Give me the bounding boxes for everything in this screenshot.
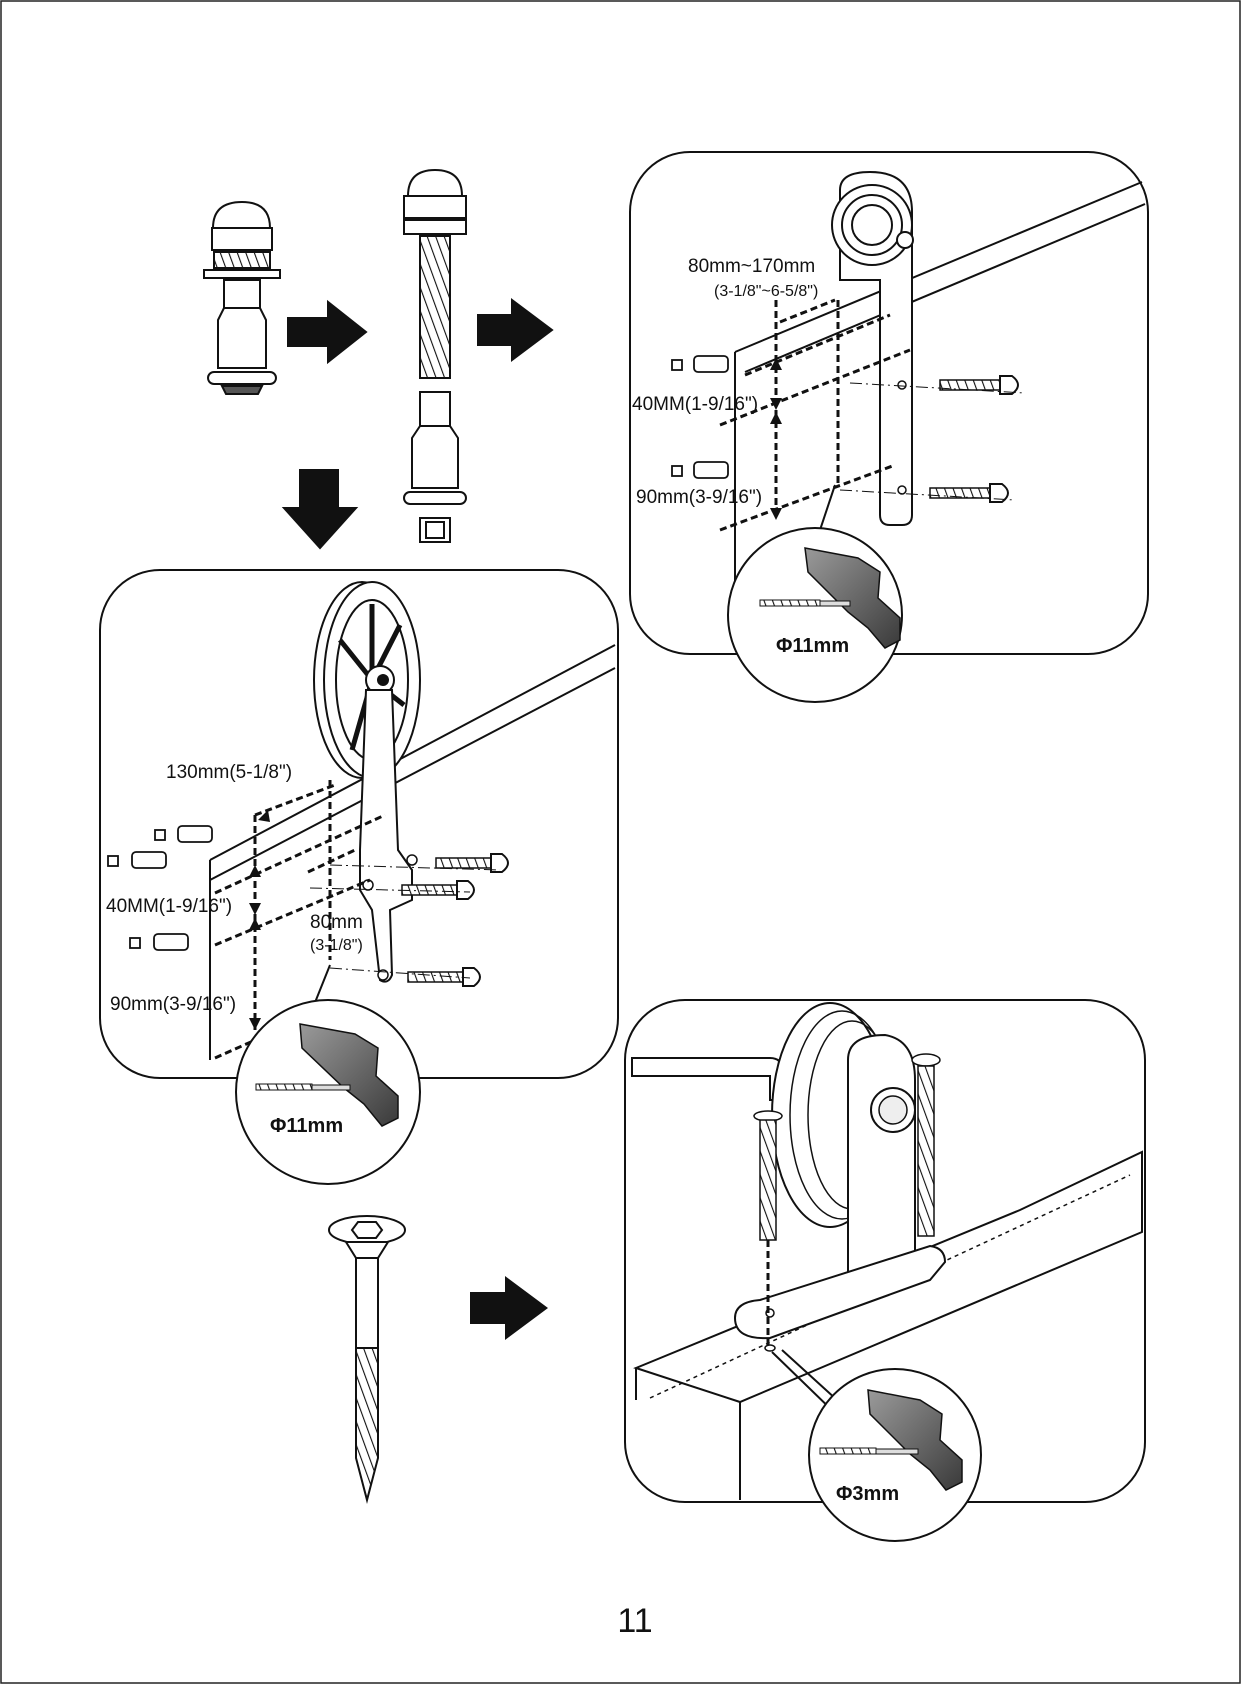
bolt-assembly-steps	[203, 168, 554, 550]
arrow-right-icon	[477, 298, 554, 362]
drill-inset: Φ3mm	[808, 1368, 982, 1542]
drill-icon	[299, 1023, 399, 1127]
spacing-label: 130mm(5-1/8")	[166, 762, 292, 783]
drill-size-label: Φ3mm	[836, 1483, 899, 1505]
arrow-down-icon	[281, 469, 359, 550]
drill-inset: Φ11mm	[727, 527, 903, 703]
lag-screw-step	[328, 1215, 548, 1504]
panel-strap-hanger: 80mm~170mm (3-1/8"~6-5/8") 40MM(1-9/16")…	[629, 151, 1149, 703]
offset-label: 80mm	[310, 912, 363, 933]
top-gap-label: 40MM(1-9/16")	[632, 394, 758, 415]
page-number: 11	[617, 1602, 652, 1640]
offset-inch-label: (3-1/8")	[310, 937, 363, 954]
top-gap-label: 40MM(1-9/16")	[106, 896, 232, 917]
long-bolt-icon	[403, 168, 467, 543]
lag-screw-icon	[328, 1215, 406, 1504]
spacing-label: 80mm~170mm	[688, 256, 815, 277]
arrow-right-icon	[287, 299, 368, 365]
arrow-right-icon	[470, 1276, 548, 1340]
bottom-gap-label: 90mm(3-9/16")	[110, 994, 236, 1015]
panel-box-hanger: Φ3mm	[624, 999, 1146, 1542]
bottom-gap-label: 90mm(3-9/16")	[636, 487, 762, 508]
drill-icon	[867, 1389, 963, 1491]
short-bolt-icon	[203, 200, 281, 395]
panel-spoke-wheel-hanger: 130mm(5-1/8") 40MM(1-9/16") 80mm (3-1/8"…	[99, 569, 619, 1185]
drill-size-label: Φ11mm	[776, 635, 849, 657]
drill-size-label: Φ11mm	[270, 1115, 343, 1137]
drill-inset: Φ11mm	[235, 999, 421, 1185]
spacing-inch-label: (3-1/8"~6-5/8")	[714, 283, 818, 300]
drill-icon	[804, 547, 901, 649]
